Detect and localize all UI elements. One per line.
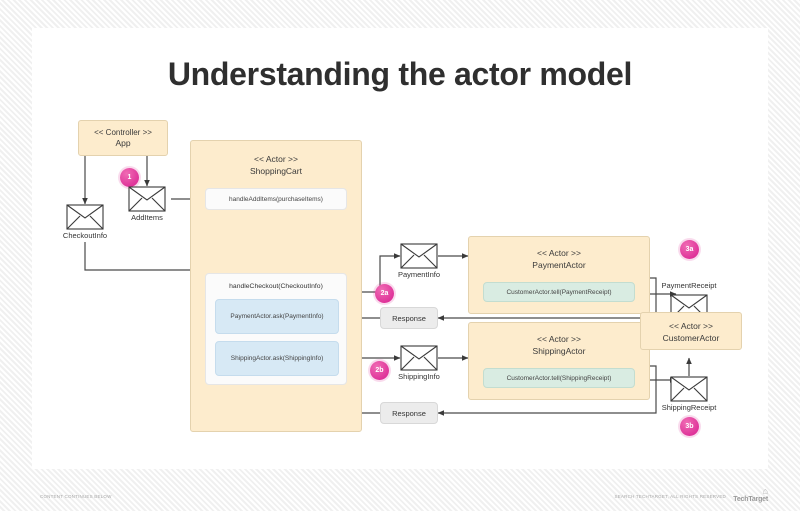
- actor-model-diagram: << Controller >> App 1 CheckoutInfo AddI…: [32, 28, 768, 469]
- paymentactor-name: PaymentActor: [532, 260, 586, 271]
- method-customeractor-tell-paymentreceipt[interactable]: CustomerActor.tell(PaymentReceipt): [483, 282, 635, 302]
- envelope-icon: [128, 186, 166, 212]
- node-actor-shippingactor[interactable]: << Actor >> ShippingActor CustomerActor.…: [468, 322, 650, 400]
- badge-step-3a: 3a: [680, 240, 699, 259]
- method-payment-actor-ask[interactable]: PaymentActor.ask(PaymentInfo): [215, 299, 339, 334]
- node-actor-shoppingcart[interactable]: << Actor >> ShoppingCart handleAddItems(…: [190, 140, 362, 432]
- message-shipping-receipt-label: ShippingReceipt: [661, 403, 717, 412]
- controller-stereotype: << Controller >>: [94, 127, 152, 137]
- paymentactor-stereotype: << Actor >>: [537, 248, 581, 258]
- customeractor-name: CustomerActor: [662, 333, 720, 344]
- footer-right-note: SEARCH TECHTARGET, ALL RIGHTS RESERVED: [614, 494, 726, 499]
- brand-mark-icon: ⌂: [762, 486, 768, 496]
- shippingactor-stereotype: << Actor >>: [537, 334, 581, 344]
- method-handle-add-items[interactable]: handleAddItems(purchaseItems): [205, 188, 347, 210]
- message-checkout-info-label: CheckoutInfo: [62, 231, 108, 240]
- node-controller-app[interactable]: << Controller >> App: [78, 120, 168, 156]
- brand-name: TechTarget: [733, 496, 768, 503]
- method-customeractor-tell-shippingreceipt[interactable]: CustomerActor.tell(ShippingReceipt): [483, 368, 635, 388]
- badge-step-3b: 3b: [680, 417, 699, 436]
- badge-step-2b: 2b: [370, 361, 389, 380]
- message-add-items-label: AddItems: [131, 213, 163, 222]
- page-title: Understanding the actor model: [167, 56, 633, 92]
- message-shipping-receipt[interactable]: ShippingReceipt: [662, 376, 716, 412]
- message-payment-receipt-label: PaymentReceipt: [661, 281, 717, 290]
- method-handle-checkout-label: handleCheckout(CheckoutInfo): [229, 283, 323, 290]
- method-handle-checkout-group[interactable]: handleCheckout(CheckoutInfo) PaymentActo…: [205, 273, 347, 385]
- response-top[interactable]: Response: [380, 307, 438, 329]
- node-actor-customeractor[interactable]: << Actor >> CustomerActor: [640, 312, 742, 350]
- node-actor-paymentactor[interactable]: << Actor >> PaymentActor CustomerActor.t…: [468, 236, 650, 314]
- shippingactor-name: ShippingActor: [532, 346, 586, 357]
- message-payment-info[interactable]: PaymentInfo: [398, 243, 440, 279]
- message-shipping-info-label: ShippingInfo: [398, 372, 440, 381]
- message-shipping-info[interactable]: ShippingInfo: [398, 345, 440, 381]
- envelope-icon: [670, 376, 708, 402]
- message-checkout-info[interactable]: CheckoutInfo: [63, 204, 107, 240]
- diagram-card: Understanding the actor model: [32, 28, 768, 469]
- method-shipping-actor-ask[interactable]: ShippingActor.ask(ShippingInfo): [215, 341, 339, 376]
- shoppingcart-stereotype: << Actor >>: [254, 154, 298, 164]
- footer-left-note: CONTENT CONTINUES BELOW: [40, 494, 112, 499]
- envelope-icon: [400, 243, 438, 269]
- response-bottom[interactable]: Response: [380, 402, 438, 424]
- envelope-icon: [66, 204, 104, 230]
- customeractor-stereotype: << Actor >>: [669, 321, 713, 331]
- message-payment-info-label: PaymentInfo: [397, 270, 441, 279]
- shoppingcart-name: ShoppingCart: [250, 166, 302, 177]
- envelope-icon: [400, 345, 438, 371]
- message-add-items[interactable]: AddItems: [128, 186, 166, 222]
- brand-logo: ⌂ TechTarget: [733, 486, 768, 504]
- badge-step-2a: 2a: [375, 284, 394, 303]
- badge-step-1: 1: [120, 168, 139, 187]
- controller-name: App: [115, 137, 131, 148]
